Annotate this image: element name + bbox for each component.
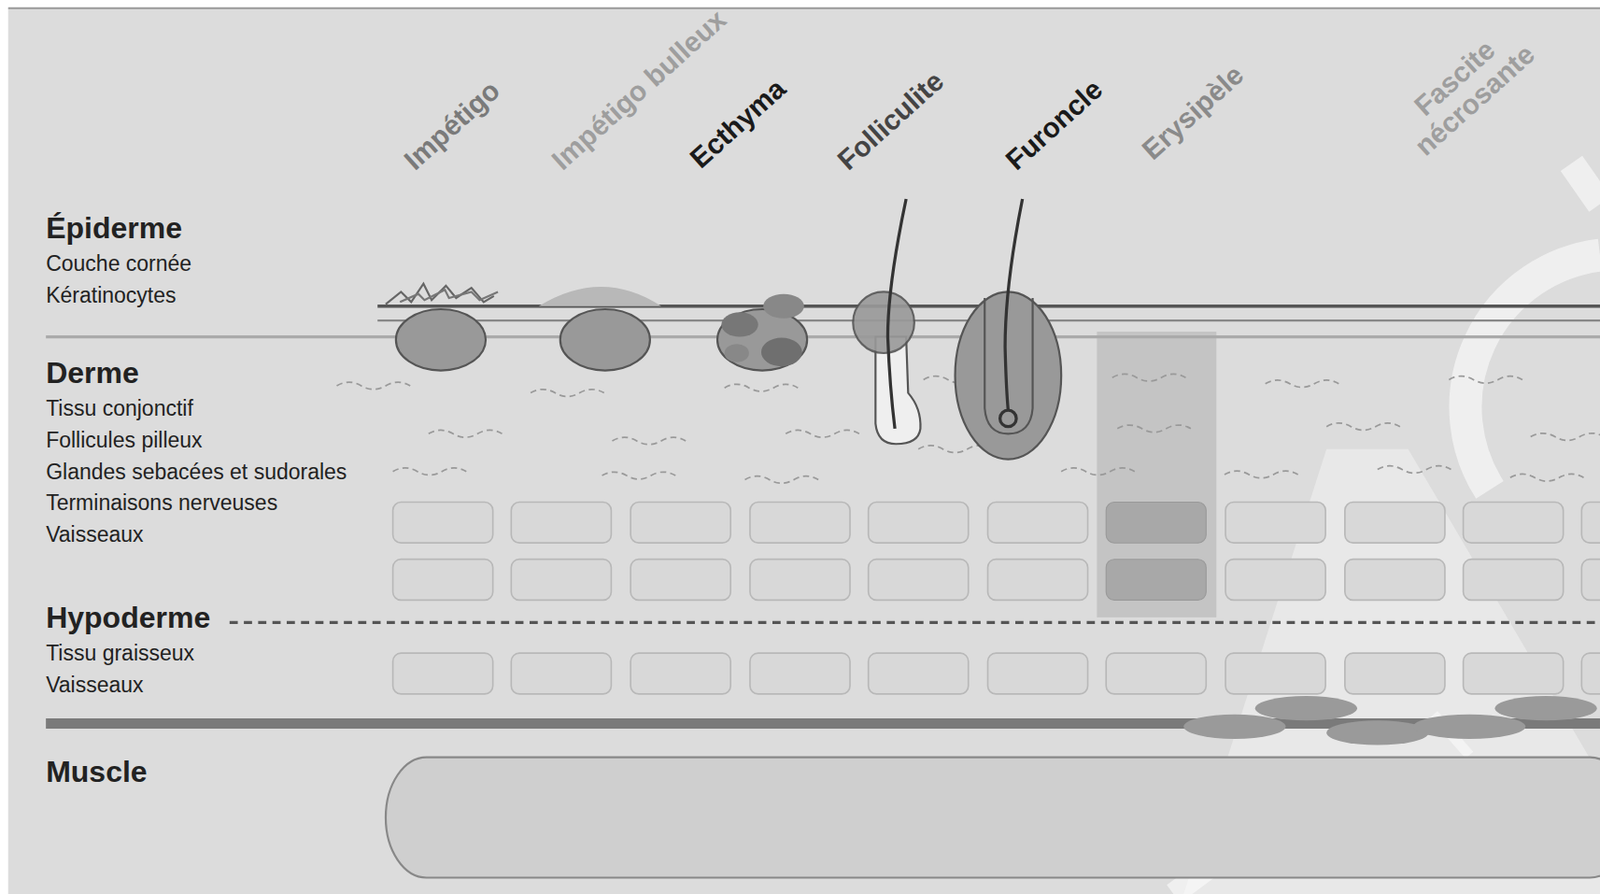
layer-name: Hypoderme <box>45 600 211 636</box>
infection-heading: Furoncle <box>1000 74 1108 176</box>
layer-component: Couche cornée <box>45 251 192 276</box>
folliculitis-lesion <box>852 198 921 444</box>
layer-component: Tissu graisseux <box>45 640 195 666</box>
epidermis-lines <box>45 306 1600 338</box>
layer-component: Tissu conjonctif <box>45 396 194 421</box>
infection-heading: Erysipèle <box>1136 59 1249 166</box>
hypodermis-vessels <box>393 652 1600 694</box>
layer-component: Vaisseaux <box>45 672 143 697</box>
layer-name: Muscle <box>45 754 147 790</box>
infection-heading: Fascite nécrosante <box>1384 12 1545 166</box>
infection-heading: Ecthyma <box>684 73 792 174</box>
furuncle-lesion <box>955 198 1062 460</box>
erysipelas-band <box>1096 331 1217 618</box>
necrosis-blobs <box>1183 695 1597 745</box>
layer-component: Vaisseaux <box>45 522 143 547</box>
layer-component: Glandes sebacées et sudorales <box>45 459 347 484</box>
dermis-vessels <box>393 501 1600 600</box>
infection-heading: Impétigo <box>398 75 506 176</box>
top-border <box>8 7 1600 10</box>
bullous-impetigo-lesion <box>538 286 662 371</box>
layer-component: Terminaisons nerveuses <box>45 490 278 515</box>
layer-name: Derme <box>45 355 140 391</box>
layer-component: Kératinocytes <box>45 283 176 308</box>
layer-component: Follicules pilleux <box>45 427 202 453</box>
layer-name: Épiderme <box>45 211 183 246</box>
infection-heading: Folliculite <box>832 66 949 176</box>
ecthyma-lesion <box>717 294 808 371</box>
hypodermis-boundary <box>229 621 1600 624</box>
muscle <box>385 757 1600 878</box>
impetigo-lesion <box>385 283 498 371</box>
